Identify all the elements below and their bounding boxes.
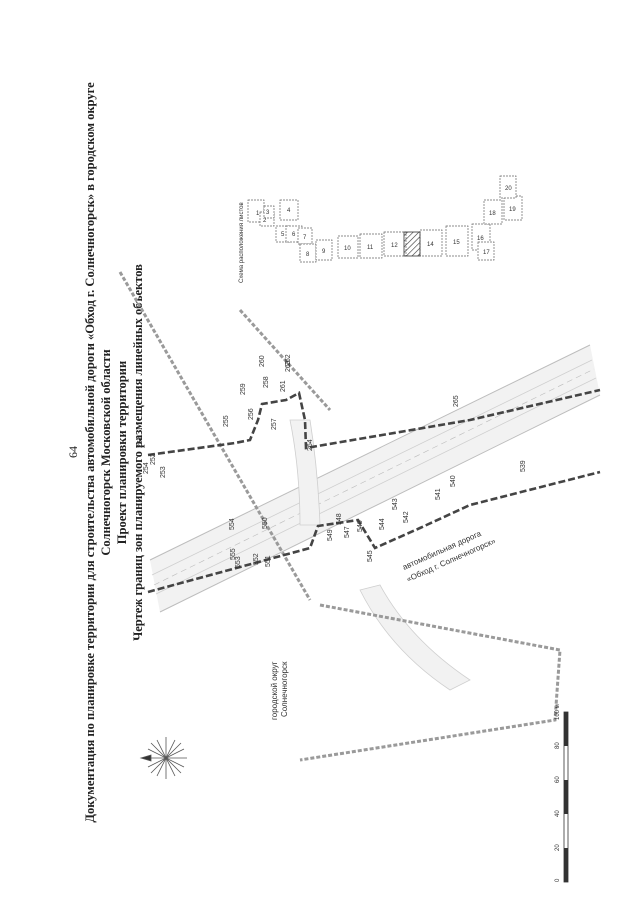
planning-boundary: [118, 271, 562, 762]
svg-text:11: 11: [367, 245, 374, 251]
point-label: 540: [450, 475, 457, 487]
point-label: 549: [327, 529, 334, 541]
point-label: 543: [392, 498, 399, 510]
point-label: 550: [262, 517, 269, 529]
point-label: 555: [230, 548, 237, 560]
svg-text:Схема расположения листов: Схема расположения листов: [239, 202, 245, 283]
point-label: 554: [229, 518, 236, 530]
point-label: 260: [259, 355, 266, 367]
point-label: 265: [453, 395, 460, 407]
point-label: 551: [265, 555, 272, 567]
svg-text:40: 40: [555, 810, 561, 817]
point-label: 259: [240, 383, 247, 395]
point-label: 263: [285, 360, 292, 372]
road-label: автомобильная дорога «Обход г. Солнечног…: [401, 529, 497, 584]
svg-text:20: 20: [555, 844, 561, 851]
scale-bar: 0 20 40 60 80 100 м: [555, 704, 569, 883]
point-label: 252: [150, 453, 157, 465]
svg-text:3: 3: [266, 210, 270, 216]
svg-text:20: 20: [505, 186, 512, 192]
svg-text:2: 2: [263, 218, 267, 224]
point-label: 251: [137, 436, 144, 448]
svg-text:1: 1: [256, 211, 260, 217]
svg-text:14: 14: [427, 242, 434, 248]
svg-text:19: 19: [509, 207, 516, 213]
svg-text:16: 16: [477, 236, 484, 242]
area-label: городской округ Солнечногорск: [270, 661, 289, 720]
point-label: 255: [223, 415, 230, 427]
point-label: 548: [336, 513, 343, 525]
point-label: 541: [435, 488, 442, 500]
point-label: 545: [367, 550, 374, 562]
point-label: 552: [253, 553, 260, 565]
svg-text:17: 17: [483, 250, 490, 256]
point-label: 253: [160, 466, 167, 478]
point-label: 254: [143, 462, 150, 474]
point-label: 539: [520, 460, 527, 472]
point-label: 262: [285, 354, 292, 366]
point-label: 257: [271, 418, 278, 430]
road-surface: [149, 344, 601, 691]
svg-text:5: 5: [281, 232, 285, 238]
svg-text:8: 8: [306, 252, 310, 258]
svg-text:Солнечногорск: Солнечногорск: [280, 661, 289, 717]
point-label: 553: [235, 556, 242, 568]
svg-text:60: 60: [555, 776, 561, 783]
point-label: 264: [307, 439, 314, 451]
svg-text:80: 80: [555, 742, 561, 749]
point-label: 261: [280, 380, 287, 392]
svg-text:4: 4: [287, 208, 291, 214]
point-label: 258: [263, 376, 270, 388]
svg-text:100 м: 100 м: [555, 704, 561, 720]
point-label: 542: [403, 511, 410, 523]
svg-text:12: 12: [391, 243, 398, 249]
point-label: 256: [248, 408, 255, 420]
svg-text:городской округ: городской округ: [270, 661, 279, 720]
point-label: 546: [357, 520, 364, 532]
north-arrow-icon: [139, 737, 187, 779]
sheet-scheme: Схема расположения листов: [239, 175, 523, 283]
svg-text:9: 9: [322, 249, 326, 255]
zone-boundary: [147, 388, 601, 594]
svg-text:6: 6: [292, 232, 296, 238]
svg-text:10: 10: [344, 246, 351, 252]
svg-text:0: 0: [555, 878, 561, 882]
point-label: 547: [344, 526, 351, 538]
svg-text:7: 7: [303, 235, 307, 241]
boundary-points: 251 252 254 253 256 255 258 259 260 262 …: [137, 354, 527, 568]
svg-text:15: 15: [453, 240, 460, 246]
svg-text:18: 18: [489, 211, 496, 217]
point-label: 544: [379, 518, 386, 530]
